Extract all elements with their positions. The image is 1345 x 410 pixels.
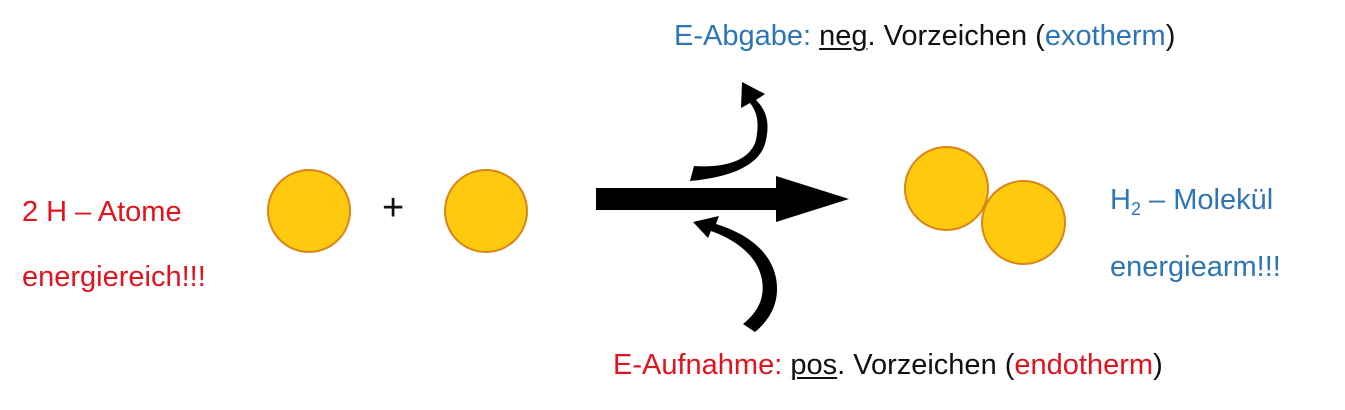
energy-release-prefix: E-Abgabe: [674, 20, 820, 52]
sign-text: . Vorzeichen ( [867, 20, 1045, 52]
curved-arrow-down-icon [693, 216, 778, 332]
reactants-energy-label: energiereich!!! [22, 261, 206, 293]
hydrogen-atom-2 [444, 169, 528, 253]
reactants-label: 2 H – Atome [22, 196, 182, 228]
curved-arrow-up-icon [690, 82, 768, 181]
formula-rest: – Molekül [1140, 184, 1274, 216]
plus-sign: + [382, 187, 405, 229]
formula-base: H [1110, 184, 1131, 216]
hydrogen-atom-1 [267, 169, 351, 253]
energy-release-label: E-Abgabe: neg. Vorzeichen (exotherm) [674, 19, 1175, 53]
energy-absorption-prefix: E-Aufnahme: [613, 349, 791, 381]
reaction-arrow-icon [596, 176, 849, 222]
exothermic-keyword: exotherm [1044, 20, 1166, 52]
molecule-atom-2 [981, 180, 1066, 265]
molecule-atom-1 [904, 146, 989, 231]
formula-subscript: 2 [1130, 199, 1141, 219]
closing-paren: ) [1153, 349, 1163, 381]
closing-paren: ) [1165, 20, 1176, 52]
sign-text: . Vorzeichen ( [837, 349, 1015, 381]
positive-sign-word: pos [790, 349, 838, 381]
product-energy-label: energiearm!!! [1110, 251, 1281, 283]
energy-absorption-label: E-Aufnahme: pos. Vorzeichen (endotherm) [613, 348, 1163, 382]
product-label: H2 – Molekül [1110, 183, 1274, 219]
endothermic-keyword: endotherm [1014, 349, 1154, 381]
negative-sign-word: neg [819, 20, 868, 52]
